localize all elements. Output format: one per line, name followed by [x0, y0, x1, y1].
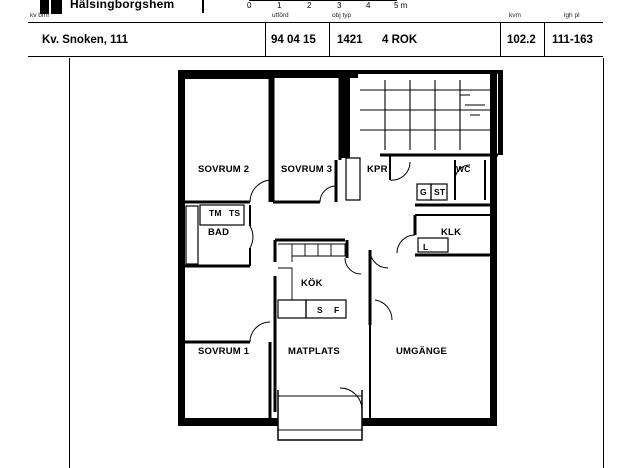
outer-walls — [178, 70, 503, 426]
wall-right — [490, 70, 497, 425]
wall-top — [178, 70, 358, 78]
wall-stair-top — [350, 70, 500, 74]
brand-name: Hälsingborgshem — [70, 0, 175, 11]
room-label-ts: TS — [229, 208, 241, 218]
field-label-lgh-pl: lgh pl — [564, 12, 580, 19]
scale-tick: 3 — [337, 1, 342, 10]
wall-bottom-left — [178, 418, 278, 426]
scale-tick: 4 — [366, 1, 371, 10]
stairs — [360, 80, 490, 150]
drawing-frame — [69, 58, 604, 468]
logo-mark — [40, 0, 62, 14]
field-label-kvm: kvm — [509, 12, 521, 19]
room-label-f: F — [334, 305, 340, 315]
logo-frame — [66, 0, 204, 13]
room-label-matplats: MATPLATS — [288, 346, 340, 357]
object-type-code: 1421 — [337, 34, 363, 46]
room-label-klk: KLK — [441, 227, 462, 238]
room-label-kpr: KPR — [367, 164, 388, 175]
scale-tick: 1 — [277, 1, 282, 10]
scale-bar — [249, 0, 397, 1]
room-label-tm: TM — [209, 208, 222, 218]
room-label-sovrum-2: SOVRUM 2 — [198, 164, 250, 175]
room-label-sovrum-1: SOVRUM 1 — [198, 346, 250, 357]
header-info-row — [28, 22, 603, 57]
property-name: Kv. Snoken, 111 — [42, 34, 129, 46]
date-value: 94 04 15 — [271, 34, 316, 46]
wall-bottom-right — [362, 418, 497, 426]
scale-tick: 0 — [247, 1, 252, 10]
field-label-kv-bmr: kv bmr — [30, 12, 50, 19]
logo-mark-gap — [49, 0, 51, 14]
column-divider — [329, 22, 330, 57]
room-label-umgange: UMGÄNGE — [396, 346, 448, 357]
column-divider — [500, 22, 501, 57]
room-label-s: S — [317, 305, 323, 315]
room-label-sovrum-3: SOVRUM 3 — [281, 164, 333, 175]
room-label-st: ST — [434, 187, 446, 197]
wall-left — [178, 70, 185, 425]
room-label-bad: BAD — [208, 227, 230, 238]
room-label-g: G — [420, 187, 427, 197]
apartment-number: 111-163 — [552, 34, 593, 46]
wall-stair-right — [498, 70, 503, 155]
field-label-obj-typ: obj typ — [332, 12, 352, 19]
room-label-l: L — [423, 242, 429, 252]
room-label-wc: WC — [456, 164, 471, 174]
inner-walls — [185, 77, 498, 418]
column-divider — [544, 22, 545, 57]
scale-tick: 5 m — [394, 1, 408, 10]
kitchen-cabinets — [278, 243, 346, 300]
area-value: 102.2 — [507, 34, 536, 46]
scale-tick: 2 — [307, 1, 312, 10]
room-label-kok: KÖK — [301, 278, 323, 289]
column-divider — [265, 22, 266, 57]
balcony — [277, 390, 363, 441]
field-label-utford: utförd — [272, 12, 289, 19]
wall-stair-left — [340, 70, 350, 158]
apartment-type: 4 ROK — [382, 34, 418, 46]
